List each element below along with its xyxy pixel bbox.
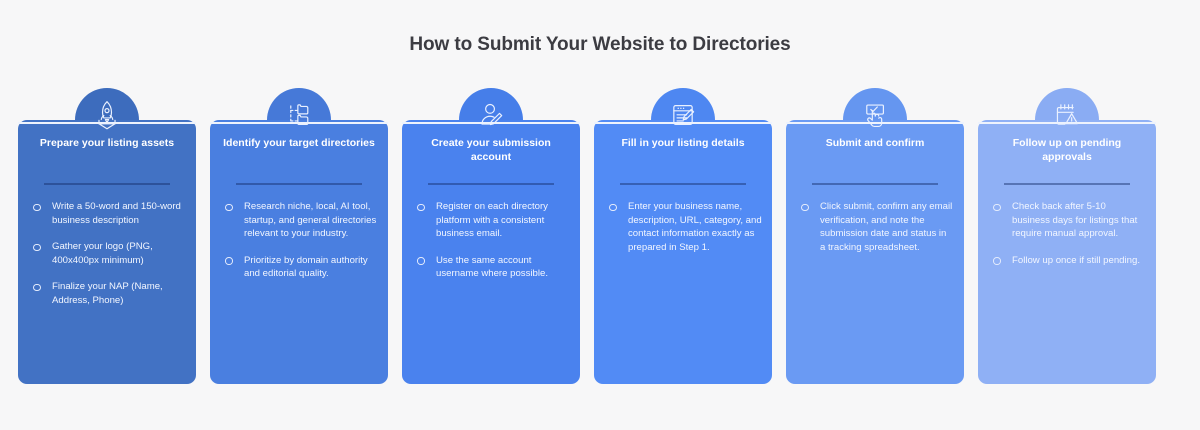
step-bullet: Enter your business name, description, U… [608,200,762,254]
step-bullet: Research niche, local, AI tool, startup,… [224,200,378,241]
card-body [594,120,772,384]
step-bullet-list: Research niche, local, AI tool, startup,… [224,200,378,281]
bullet-circle-icon [417,257,425,265]
step-title: Fill in your listing details [621,137,745,149]
step-card: Submit and confirm Click submit, confirm… [786,88,964,384]
calendar-warning-icon [1046,94,1088,136]
user-edit-icon [470,94,512,136]
bullet-circle-icon [993,257,1001,265]
step-title-rule [1004,183,1130,185]
step-title-rule [620,183,746,185]
card-body [18,120,196,384]
step-bullet-text: Write a 50-word and 150-word business de… [52,201,181,226]
step-bullet-text: Prioritize by domain authority and edito… [244,254,368,280]
card-header-divider [594,122,772,124]
step-bullet-text: Research niche, local, AI tool, startup,… [244,201,377,240]
card-body [786,120,964,384]
step-bullet: Check back after 5-10 business days for … [992,200,1146,241]
bullet-circle-icon [33,283,41,292]
step-title: Prepare your listing assets [39,137,175,149]
step-card: Create your submission account Register … [402,88,580,384]
step-title: Identify your target directories [223,137,375,149]
step-bullet: Click submit, confirm any email verifica… [800,200,954,254]
step-title: Create your submission account [431,137,551,163]
step-title: Submit and confirm [825,137,925,149]
step-bullet-text: Enter your business name, description, U… [628,201,762,253]
folder-tree-icon [278,94,320,136]
step-bullet: Follow up once if still pending. [992,254,1146,268]
bullet-circle-icon [225,257,233,265]
bullet-circle-icon [609,203,617,211]
step-bullet-list: Register on each directory platform with… [416,200,570,281]
card-body [402,120,580,384]
step-bullet: Gather your logo (PNG, 400x400px minimum… [32,240,186,267]
card-body [978,120,1156,384]
step-bullet-list: Click submit, confirm any email verifica… [800,200,954,254]
bullet-circle-icon [225,203,233,211]
step-bullet-text: Click submit, confirm any email verifica… [820,201,953,253]
rocket-launch-icon [86,94,128,136]
step-bullet-text: Finalize your NAP (Name, Address, Phone) [52,281,163,307]
form-edit-icon [662,94,704,136]
step-bullet-text: Gather your logo (PNG, 400x400px minimum… [52,241,153,266]
step-title: Follow up on pending approvals [1012,137,1122,163]
page-title: How to Submit Your Website to Directorie… [409,34,791,55]
step-bullet: Use the same account username where poss… [416,254,570,281]
step-title-rule [44,183,170,185]
steps-container: Prepare your listing assets Write a 50-w… [18,88,1182,384]
step-bullet-text: Follow up once if still pending. [1012,254,1140,266]
step-title-rule [428,183,554,185]
step-bullet-text: Check back after 5-10 business days for … [1012,201,1138,240]
card-header-divider [786,122,964,124]
step-card: Fill in your listing details Enter your … [594,88,772,384]
step-bullet: Finalize your NAP (Name, Address, Phone) [32,280,186,307]
bullet-circle-icon [993,203,1001,211]
step-bullet-list: Write a 50-word and 150-word business de… [32,200,186,308]
step-title-rule [812,183,938,185]
step-card: Identify your target directories Researc… [210,88,388,384]
bullet-circle-icon [801,203,809,211]
step-card: Follow up on pending approvals Check bac… [978,88,1156,384]
bullet-circle-icon [33,243,41,252]
bullet-circle-icon [33,203,41,211]
step-bullet: Prioritize by domain authority and edito… [224,254,378,281]
hand-click-checkbox-icon [854,94,896,136]
card-body [210,120,388,384]
bullet-circle-icon [417,203,425,211]
card-header-divider [210,122,388,124]
step-card: Prepare your listing assets Write a 50-w… [18,88,196,384]
step-title-rule [236,183,362,185]
step-bullet-list: Enter your business name, description, U… [608,200,762,254]
step-bullet-list: Check back after 5-10 business days for … [992,200,1146,267]
step-bullet: Register on each directory platform with… [416,200,570,241]
step-bullet-text: Register on each directory platform with… [436,201,548,240]
step-bullet-text: Use the same account username where poss… [436,254,548,280]
step-bullet: Write a 50-word and 150-word business de… [32,200,186,227]
